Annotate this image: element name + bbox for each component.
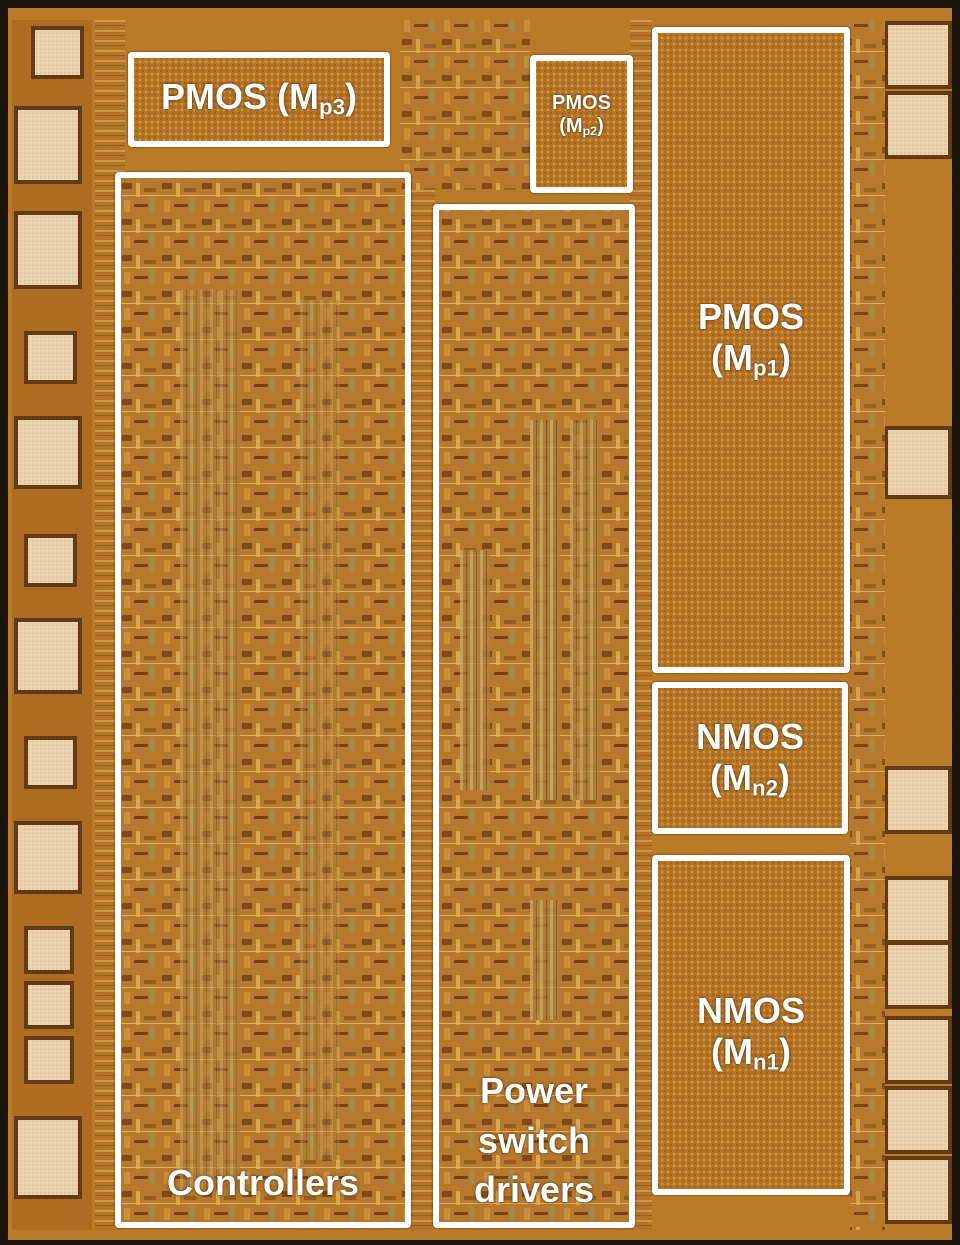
nmos-mn2-region (652, 682, 848, 834)
bond-pad (18, 420, 78, 485)
bond-pad (888, 770, 948, 830)
power-switch-drivers-line2: switch (477, 1119, 591, 1161)
pmos-mp3-label: PMOS (Mp3) (128, 76, 390, 120)
bond-pad (18, 110, 78, 180)
bond-pad (18, 1120, 78, 1195)
nmos-mn2-label: NMOS (Mn2) (652, 716, 848, 801)
pmos-mp2-designator: (Mp2) (559, 115, 604, 139)
nmos-mn1-subscript: n1 (752, 1049, 780, 1075)
nmos-mn1-label: NMOS (Mn1) (652, 990, 850, 1075)
bond-pad (888, 1090, 948, 1150)
power-switch-drivers-label: Power switch drivers (433, 1066, 635, 1215)
nmos-mn2-designator: (Mn2) (709, 757, 791, 801)
pmos-mp2-text: PMOS (552, 92, 611, 114)
nmos-mn2-subscript: n2 (751, 775, 779, 801)
bond-pad (888, 95, 948, 155)
pmos-mp1-designator: (Mp1) (710, 337, 792, 381)
nmos-mn1-text: NMOS (697, 990, 805, 1031)
nmos-mn2-text: NMOS (696, 716, 804, 757)
bond-pad (18, 825, 78, 890)
controllers-text: Controllers (166, 1162, 360, 1203)
bond-pad (888, 945, 948, 1005)
bond-pad (28, 985, 70, 1025)
bond-pad (888, 1020, 948, 1080)
bond-pad (888, 430, 948, 495)
pmos-mp2-subscript: p2 (582, 124, 598, 139)
pmos-mp1-subscript: p1 (752, 355, 780, 381)
bond-pad (28, 1040, 70, 1080)
pmos-mp3-subscript: p3 (318, 94, 346, 120)
nmos-mn1-region (652, 855, 850, 1195)
bond-pad (28, 930, 70, 970)
pmos-mp3-region (128, 52, 390, 147)
pmos-mp1-label: PMOS (Mp1) (652, 296, 850, 381)
pmos-mp1-region (652, 27, 850, 673)
pmos-mp2-label: PMOS (Mp2) (530, 92, 633, 138)
bond-pad (28, 538, 73, 583)
power-switch-drivers-region (433, 204, 635, 1228)
controllers-region (115, 172, 411, 1228)
bond-pad (18, 215, 78, 285)
bond-pad (888, 25, 948, 85)
bond-pad (28, 335, 73, 380)
bond-pad (888, 880, 948, 940)
controllers-label: Controllers (115, 1162, 411, 1203)
pmos-mp3-close: ) (345, 76, 358, 117)
power-switch-drivers-line3: drivers (473, 1169, 595, 1211)
bond-pad (18, 622, 78, 690)
bond-pad (28, 740, 73, 785)
bond-pad (35, 30, 80, 75)
bond-pad (888, 1160, 948, 1220)
pmos-mp2-region (530, 55, 633, 193)
nmos-mn1-designator: (Mn1) (710, 1031, 792, 1075)
power-switch-drivers-line1: Power (479, 1070, 589, 1111)
pmos-mp1-text: PMOS (697, 296, 804, 337)
pmos-mp3-text: PMOS (M (160, 76, 319, 117)
